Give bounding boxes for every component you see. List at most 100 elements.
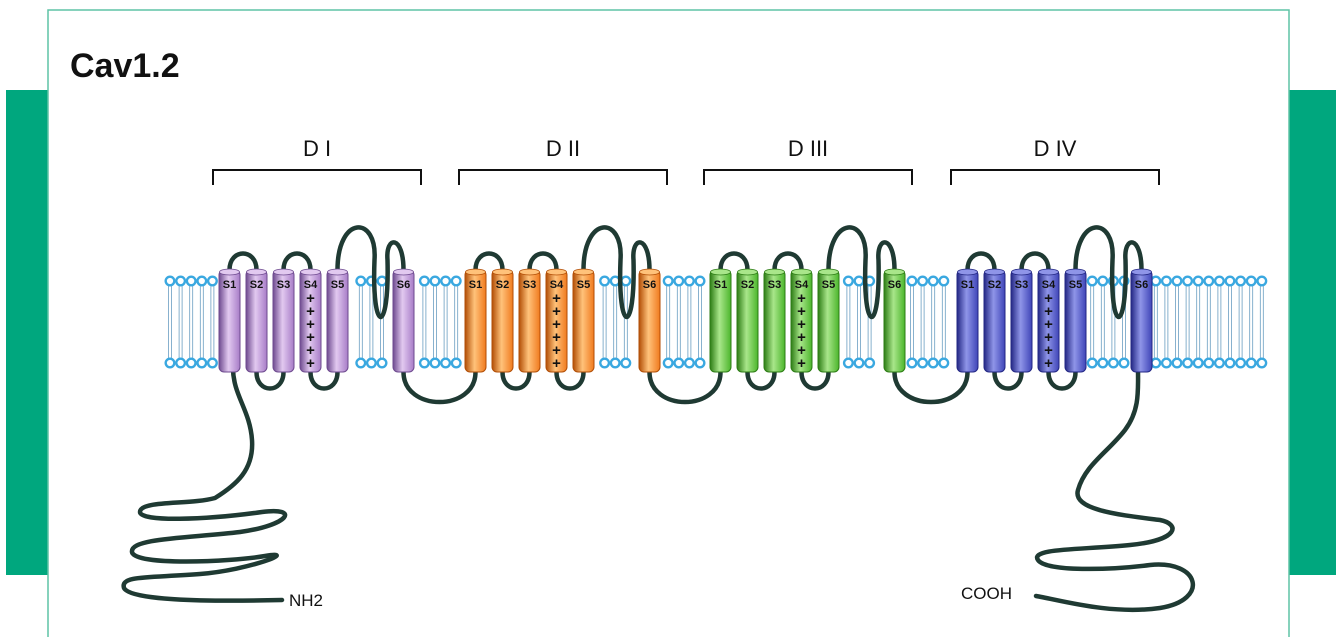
domain-bracket bbox=[703, 169, 913, 185]
positive-charge: + bbox=[552, 329, 561, 346]
positive-charge: + bbox=[797, 316, 806, 333]
segment-label: S4 bbox=[795, 279, 809, 291]
positive-charge: + bbox=[797, 329, 806, 346]
segment-label: S1 bbox=[469, 279, 482, 291]
linker-3-4 bbox=[892, 369, 970, 405]
domain-4-loop-s3-s4 bbox=[1019, 251, 1051, 273]
positive-charge: + bbox=[797, 303, 806, 320]
domain-2: D II S1 S2 S3 S4++++++ S5 S6 bbox=[458, 136, 668, 373]
positive-charge: + bbox=[797, 342, 806, 359]
segment-label: S1 bbox=[223, 279, 236, 291]
helix-s1: S1 bbox=[709, 268, 732, 373]
positive-charge: + bbox=[306, 303, 315, 320]
helix-s6: S6 bbox=[392, 268, 415, 373]
segment-label: S3 bbox=[1015, 279, 1028, 291]
positive-charge: + bbox=[552, 355, 561, 372]
domain-2-loop-s1-s2 bbox=[473, 251, 505, 273]
domain-1-p-loop bbox=[335, 225, 406, 320]
segment-label: S2 bbox=[988, 279, 1001, 291]
segment-label: S3 bbox=[523, 279, 536, 291]
helix-s3: S3 bbox=[1010, 268, 1033, 373]
c-terminus-tail bbox=[1033, 365, 1195, 613]
domain-2-loop-s3-s4 bbox=[527, 251, 559, 273]
helix-s6: S6 bbox=[1130, 268, 1153, 373]
segment-label: S6 bbox=[1135, 279, 1148, 291]
domain-bracket bbox=[212, 169, 422, 185]
positive-charge: + bbox=[1044, 342, 1053, 359]
helix-s3: S3 bbox=[518, 268, 541, 373]
positive-charge: + bbox=[306, 342, 315, 359]
domain-bracket bbox=[950, 169, 1160, 185]
helix-s3: S3 bbox=[272, 268, 295, 373]
domain-1-loop-s4-s5 bbox=[308, 369, 340, 391]
segment-label: S2 bbox=[741, 279, 754, 291]
positive-charge: + bbox=[306, 329, 315, 346]
segment-label: S1 bbox=[714, 279, 727, 291]
linker-1-2 bbox=[401, 369, 478, 405]
segment-label: S6 bbox=[397, 279, 410, 291]
helix-s2: S2 bbox=[736, 268, 759, 373]
positive-charge: + bbox=[1044, 329, 1053, 346]
positive-charge: + bbox=[306, 355, 315, 372]
helix-s6: S6 bbox=[638, 268, 661, 373]
domain-label: D I bbox=[303, 136, 331, 161]
segment-label: S2 bbox=[250, 279, 263, 291]
figure-title: Cav1.2 bbox=[70, 47, 180, 85]
domain-3-loop-s3-s4 bbox=[772, 251, 804, 273]
positive-charge: + bbox=[306, 290, 315, 307]
helix-s3: S3 bbox=[763, 268, 786, 373]
domain-1-loop-s2-s3 bbox=[254, 369, 286, 391]
left-frame-bar bbox=[6, 90, 50, 575]
segment-label: S6 bbox=[888, 279, 901, 291]
domain-3-p-loop bbox=[826, 225, 897, 320]
right-frame-bar bbox=[1288, 90, 1336, 575]
helix-s2: S2 bbox=[245, 268, 268, 373]
positive-charge: + bbox=[1044, 316, 1053, 333]
domain-3-loop-s1-s2 bbox=[718, 251, 750, 273]
segment-label: S4 bbox=[304, 279, 318, 291]
domain-bracket bbox=[458, 169, 668, 185]
segment-label: S5 bbox=[577, 279, 590, 291]
domain-label: D IV bbox=[1034, 136, 1077, 161]
helix-s4: S4++++++ bbox=[790, 268, 813, 373]
helix-s4: S4++++++ bbox=[299, 268, 322, 373]
domain-label: D II bbox=[546, 136, 580, 161]
domain-2-loop-s2-s3 bbox=[500, 369, 532, 391]
c-terminus-label: COOH bbox=[961, 584, 1012, 603]
positive-charge: + bbox=[1044, 355, 1053, 372]
domain-4-p-loop bbox=[1073, 225, 1144, 320]
domain-4-loop-s4-s5 bbox=[1046, 369, 1078, 391]
segment-label: S5 bbox=[331, 279, 344, 291]
domain-3-loop-s2-s3 bbox=[745, 369, 777, 391]
positive-charge: + bbox=[1044, 290, 1053, 307]
segment-label: S3 bbox=[277, 279, 290, 291]
positive-charge: + bbox=[552, 316, 561, 333]
domain-2-loop-s4-s5 bbox=[554, 369, 586, 391]
helix-s1: S1 bbox=[956, 268, 979, 373]
positive-charge: + bbox=[797, 355, 806, 372]
helix-s1: S1 bbox=[218, 268, 241, 373]
segment-label: S4 bbox=[550, 279, 564, 291]
helix-s4: S4++++++ bbox=[1037, 268, 1060, 373]
domain-3-loop-s4-s5 bbox=[799, 369, 831, 391]
segment-label: S6 bbox=[643, 279, 656, 291]
segment-label: S4 bbox=[1042, 279, 1056, 291]
n-terminus-label: NH2 bbox=[289, 591, 323, 610]
helix-s5: S5 bbox=[326, 268, 349, 373]
segment-label: S3 bbox=[768, 279, 781, 291]
polypeptide-chain bbox=[121, 225, 1195, 613]
positive-charge: + bbox=[306, 316, 315, 333]
positive-charge: + bbox=[552, 290, 561, 307]
domain-4-loop-s2-s3 bbox=[992, 369, 1024, 391]
helix-s4: S4++++++ bbox=[545, 268, 568, 373]
helix-s2: S2 bbox=[491, 268, 514, 373]
domain-label: D III bbox=[788, 136, 828, 161]
segment-label: S1 bbox=[961, 279, 974, 291]
helix-s1: S1 bbox=[464, 268, 487, 373]
helix-s6: S6 bbox=[883, 268, 906, 373]
